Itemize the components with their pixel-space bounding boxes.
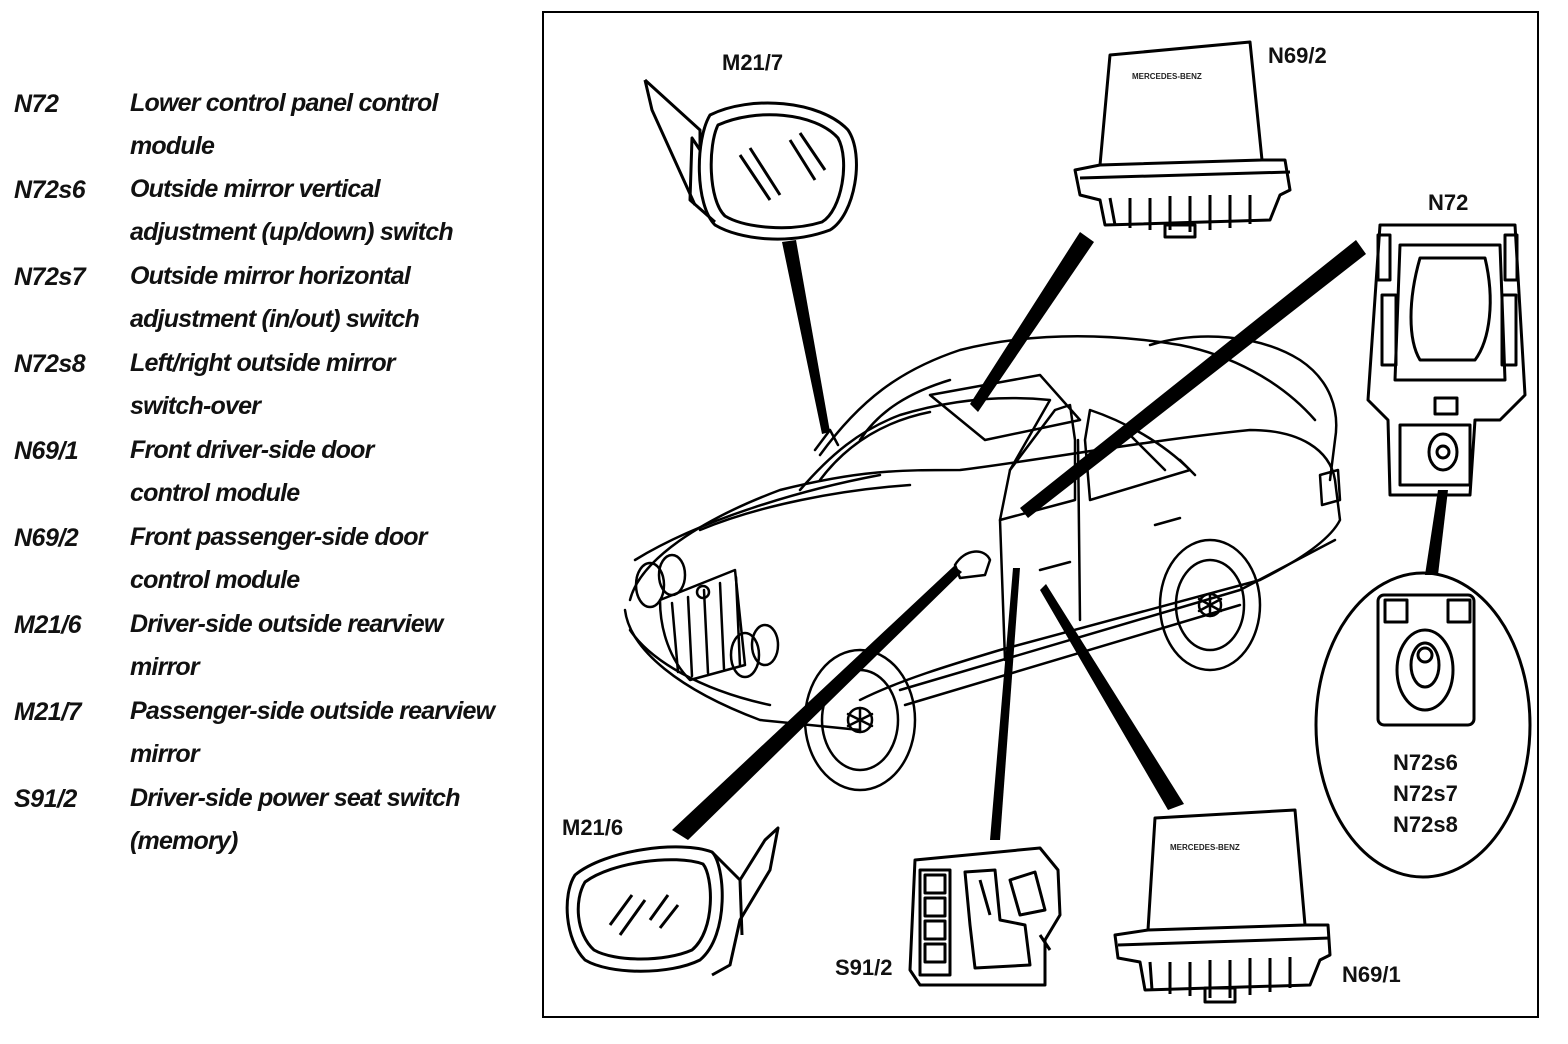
legend-line: Outside mirror horizontal [130, 262, 411, 290]
legend-line: mirror [130, 653, 200, 681]
module-stamp-top: MERCEDES-BENZ [1132, 72, 1202, 81]
legend-description: Passenger-side outside rearview mirror [130, 690, 510, 776]
driver-mirror-illustration [565, 826, 780, 977]
pointer-n72-detail [1425, 490, 1448, 575]
legend-line: module [130, 132, 215, 160]
pointer-n72 [1020, 240, 1366, 518]
legend-description: Lower control panel control module [130, 82, 510, 168]
label-n72s8: N72s8 [1393, 812, 1458, 837]
pointer-m21-7 [782, 240, 830, 434]
label-n69-1: N69/1 [1342, 962, 1401, 987]
legend-code: N69/2 [14, 524, 79, 552]
legend-line: adjustment (in/out) switch [130, 305, 420, 333]
legend-line: Outside mirror vertical [130, 175, 381, 203]
legend-code: N72 [14, 90, 59, 118]
label-n72s6: N72s6 [1393, 750, 1458, 775]
legend-code: N72s8 [14, 350, 86, 378]
pointer-lines [672, 232, 1448, 840]
legend-code: N72s6 [14, 176, 86, 204]
legend-description: Outside mirror horizontal adjustment (in… [130, 255, 510, 341]
legend-line: adjustment (up/down) switch [130, 218, 454, 246]
legend-description: Driver-side power seat switch (memory) [130, 777, 510, 863]
legend-description: Outside mirror vertical adjustment (up/d… [130, 168, 510, 254]
control-panel-illustration [1366, 223, 1527, 497]
legend-line: switch-over [130, 392, 261, 420]
legend-description: Driver-side outside rearview mirror [130, 603, 510, 689]
label-n69-2: N69/2 [1268, 43, 1327, 68]
legend-line: mirror [130, 740, 200, 768]
label-n72: N72 [1428, 190, 1468, 215]
module-stamp-bottom: MERCEDES-BENZ [1170, 843, 1240, 852]
legend-code: M21/7 [14, 698, 81, 726]
passenger-mirror-illustration [643, 78, 858, 241]
pointer-s91-2 [990, 568, 1020, 840]
legend-line: Front passenger-side door [130, 523, 428, 551]
legend-line: (memory) [130, 827, 238, 855]
diagram-frame [542, 11, 1539, 1018]
mirror-switch-detail [1314, 571, 1532, 879]
legend-line: Left/right outside mirror [130, 349, 396, 377]
legend-code: S91/2 [14, 785, 77, 813]
seat-switch-illustration [908, 846, 1062, 987]
label-m21-6: M21/6 [562, 815, 623, 840]
legend-description: Front passenger-side door control module [130, 516, 510, 602]
legend-line: Front driver-side door [130, 436, 374, 464]
driver-door-module-illustration [1113, 808, 1332, 1004]
legend-line: Driver-side power seat switch [130, 784, 461, 812]
legend-line: Lower control panel control [130, 89, 438, 117]
legend-line: control module [130, 566, 300, 594]
pointer-n69-2 [970, 232, 1094, 412]
legend-code: M21/6 [14, 611, 81, 639]
legend-code: N69/1 [14, 437, 79, 465]
label-n72s7: N72s7 [1393, 781, 1458, 806]
label-s91-2: S91/2 [835, 955, 893, 980]
passenger-door-module-illustration [1073, 40, 1292, 239]
pointer-m21-6 [672, 566, 962, 840]
legend-description: Left/right outside mirror switch-over [130, 342, 510, 428]
legend-description: Front driver-side door control module [130, 429, 510, 515]
legend-line: Passenger-side outside rearview [130, 697, 495, 725]
legend-code: N72s7 [14, 263, 86, 291]
legend-line: Driver-side outside rearview [130, 610, 443, 638]
pointer-n69-1 [1040, 584, 1184, 810]
label-m21-7: M21/7 [722, 50, 783, 75]
legend-line: control module [130, 479, 300, 507]
